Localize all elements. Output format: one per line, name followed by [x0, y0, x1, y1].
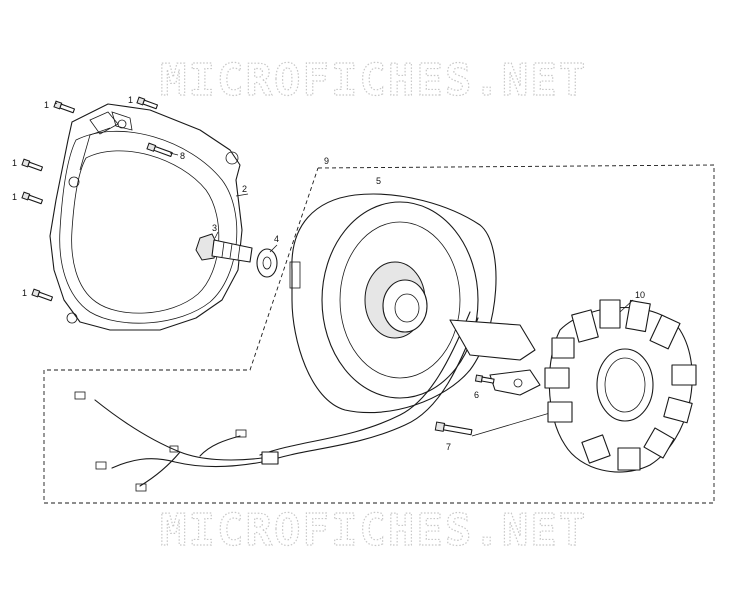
- cable-bracket: [449, 319, 541, 396]
- wire-terminal: [135, 483, 147, 492]
- callout-labels: 1 1 1 1 1 2 3 4 5 6 7 8 9 10: [12, 95, 645, 452]
- watermark-bottom: MICROFICHES.NET: [160, 505, 587, 556]
- alternator-cover: [49, 103, 243, 331]
- flywheel-rotor: [289, 193, 497, 414]
- callout-2: 2: [242, 184, 247, 194]
- callout-5: 5: [376, 176, 381, 186]
- watermark-top: MICROFICHES.NET: [160, 55, 587, 106]
- wiring-harness: [74, 311, 479, 492]
- wire-terminal: [235, 429, 247, 438]
- wire-terminal: [95, 461, 107, 470]
- callout-4: 4: [274, 234, 279, 244]
- screw-leader: [471, 409, 561, 437]
- callout-1: 1: [12, 192, 17, 202]
- callout-1: 1: [44, 100, 49, 110]
- callout-7: 7: [446, 442, 451, 452]
- bracket-screw: [474, 374, 495, 384]
- cover-bolts: [21, 96, 159, 302]
- flywheel-bolt: [195, 233, 253, 263]
- callout-6: 6: [474, 390, 479, 400]
- stator-screw: [434, 421, 473, 436]
- callout-10: 10: [635, 290, 645, 300]
- assembly-boundary: [43, 164, 715, 504]
- wire-terminal: [169, 445, 179, 453]
- washer: [256, 248, 278, 278]
- callout-leaders: [54, 102, 634, 313]
- stud: [146, 142, 173, 157]
- harness-connector: [261, 451, 279, 465]
- callout-3: 3: [212, 223, 217, 233]
- callout-1: 1: [128, 95, 133, 105]
- callout-1: 1: [22, 288, 27, 298]
- callout-1: 1: [12, 158, 17, 168]
- wire-terminal: [74, 391, 86, 400]
- stator: [544, 299, 697, 473]
- callout-9: 9: [324, 156, 329, 166]
- callout-8: 8: [180, 151, 185, 161]
